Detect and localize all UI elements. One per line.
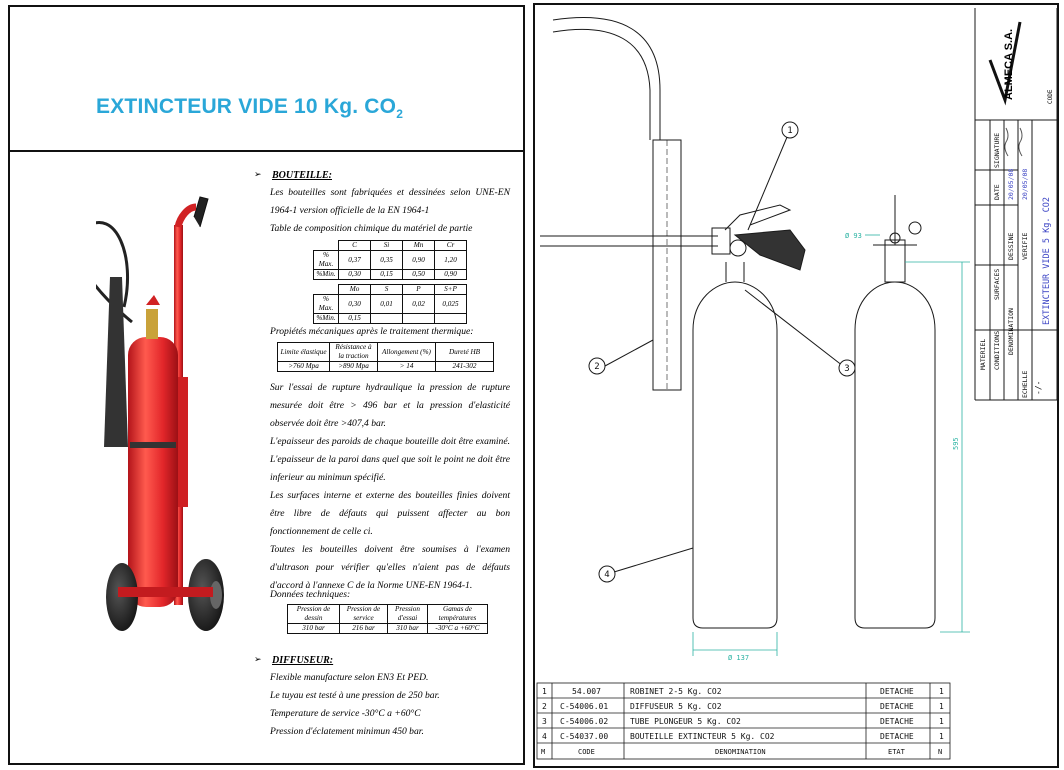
bom-cell: DETACHE [880,687,914,696]
tech-label: Données techniques: [270,589,351,600]
materiel-label: MATERIEL [979,339,987,370]
diffuseur-line-4: Pression d'éclatement minimun 450 bar. [270,726,424,737]
extinguisher-illustration [96,196,224,631]
section-heading-diffuseur: DIFFUSEUR: [272,655,334,666]
drawing-title: EXTINCTEUR VIDE 5 Kg. CO2 [1042,197,1052,325]
surfaces-label: SURFACES [993,269,1001,300]
company-logo: ALMECA S.A. CODE [988,21,1054,106]
bullet-icon: ➢ [254,169,262,179]
bom-cell: DIFFUSEUR 5 Kg. CO2 [630,702,722,711]
bom-cell: DETACHE [880,702,914,711]
para-epaisseur: L'epaisseur des paroids de chaque boutei… [270,436,510,483]
bom-cell: DETACHE [880,717,914,726]
bom-header: DENOMINATION [715,748,766,756]
company-name: ALMECA S.A. [1003,29,1015,100]
bom-cell: 2 [542,702,547,711]
verifie-label: VERIFIE [1021,233,1029,260]
bom-cell: 54.007 [572,687,601,696]
bom-header: CODE [578,748,595,756]
dessine-label: DESSINE [1007,233,1015,260]
para-rupture: Sur l'essai de rupture hydraulique la pr… [270,382,510,429]
callout-4-label: 4 [604,570,609,580]
denomination-label: DENOMINATION [1007,308,1015,355]
spec-sheet-page: EXTINCTEUR VIDE 10 Kg. CO2 [8,5,525,765]
code-label: CODE [1047,89,1054,104]
bullet-icon: ➢ [254,654,262,664]
bom-cell: 4 [542,732,547,741]
signature-label: SIGNATURE [993,133,1001,168]
diffuseur-line-3: Temperature de service -30°C a +60°C [270,708,421,719]
bom-header: N [938,748,942,756]
signature-scribble [1018,127,1023,157]
bouteille-intro: Les bouteilles sont fabriquées et dessin… [270,187,510,216]
callout-2 [588,357,606,375]
bom-cell: 3 [542,717,547,726]
bom-cell: C-54037.00 [560,732,608,741]
technical-drawing-page [533,3,1059,768]
bom-cell: 1 [939,717,944,726]
diffuseur-line-2: Le tuyau est testé à une pression de 250… [270,690,440,701]
date-1: 20/05/08 [1007,169,1015,200]
conditions-label: CONDITIONS [993,331,1001,370]
bom-header: ETAT [888,748,906,756]
echelle-value: -/- [1034,381,1043,395]
bom-cell: C-54006.02 [560,717,608,726]
para-surfaces: Les surfaces interne et externe des bout… [270,490,510,537]
date-label: DATE [993,184,1001,200]
date-2: 20/05/08 [1021,169,1029,200]
bom-header: M [541,748,545,756]
callout-3-label: 3 [844,364,849,374]
para-ultrason: Toutes les bouteilles doivent être soumi… [270,544,510,591]
bom-cell: 1 [939,732,944,741]
bom-cell: BOUTEILLE EXTINCTEUR 5 Kg. CO2 [630,732,775,741]
bom-cell: 1 [939,702,944,711]
height-dim: 595 [952,437,960,450]
callout-1 [781,121,799,139]
echelle-label: ECHELLE [1021,371,1029,398]
bom-cell: TUBE PLONGEUR 5 Kg. CO2 [630,717,741,726]
bom-cell: C-54006.01 [560,702,608,711]
mech-label: Propiétés mécaniques après le traitement… [270,326,474,337]
bom-cell: 1 [939,687,944,696]
body-diameter-dim: Ø 137 [728,654,749,662]
bom-table [536,682,951,760]
title-band: EXTINCTEUR VIDE 10 Kg. CO2 [10,7,523,152]
section-heading-bouteille: BOUTEILLE: [272,170,332,181]
bom-cell: ROBINET 2-5 Kg. CO2 [630,687,722,696]
bom-cell: 1 [542,687,547,696]
callout-2-label: 2 [594,362,599,372]
callout-3 [838,359,856,377]
page-title: EXTINCTEUR VIDE 10 Kg. CO2 [96,95,404,122]
composition-label: Table de composition chimique du matérie… [270,223,473,234]
callout-4 [598,565,616,583]
signature-scribble [1004,127,1009,157]
diffuseur-line-1: Flexible manufacture selon EN3 Et PED. [270,672,429,683]
valve-diameter-dim: Ø 93 [845,232,862,240]
callout-1-label: 1 [787,126,792,136]
bom-cell: DETACHE [880,732,914,741]
